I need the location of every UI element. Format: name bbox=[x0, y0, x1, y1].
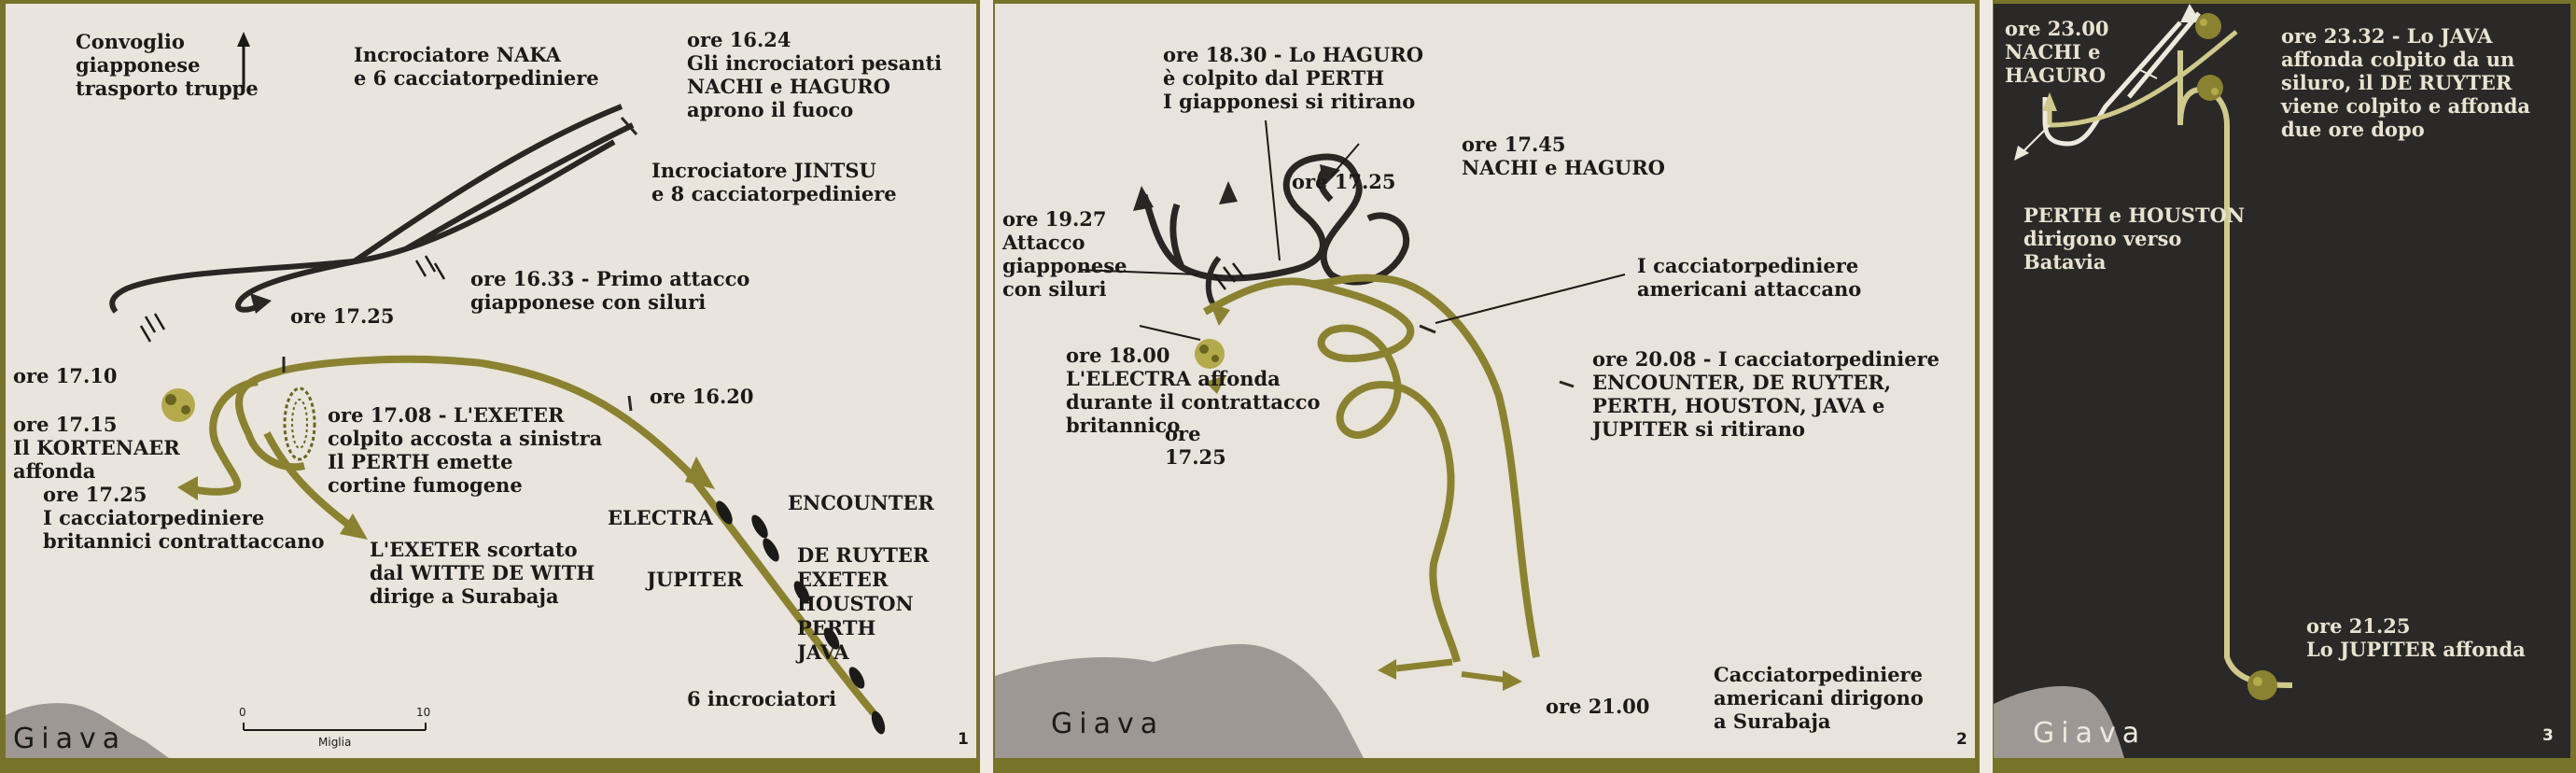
panel-number: 2 bbox=[1956, 730, 1967, 749]
java-coastline bbox=[1994, 685, 2124, 758]
battle-map-phase-2: ore 18.30 - Lo HAGURO è colpito dal PERT… bbox=[995, 4, 1975, 758]
sinking-marker-java bbox=[2195, 13, 2221, 39]
arrowhead bbox=[2042, 92, 2057, 111]
label-us-attack: I cacciatorpediniere americani attaccano bbox=[1637, 254, 1862, 301]
label-1620: ore 16.20 bbox=[650, 385, 754, 408]
scale-ten: 10 bbox=[416, 706, 431, 719]
arrowhead bbox=[1219, 181, 1238, 204]
arrowhead bbox=[2180, 4, 2201, 22]
label-2008: ore 20.08 - I cacciatorpediniere ENCOUNT… bbox=[1592, 347, 1940, 441]
label-1725-bottom: ore 17.25 bbox=[1165, 422, 1226, 469]
pointer bbox=[1078, 269, 1199, 275]
pointer bbox=[1330, 143, 1360, 177]
island-label: Giava bbox=[2033, 717, 2147, 750]
pointer bbox=[2137, 68, 2158, 79]
allied-track-exeter bbox=[263, 431, 354, 530]
label-1927: ore 19.27 Attacco giapponese con siluri bbox=[1002, 207, 1127, 301]
label-1633: ore 16.33 - Primo attacco giapponese con… bbox=[470, 267, 750, 314]
sinking-marker-de-ruyter bbox=[2197, 75, 2223, 101]
pointer bbox=[1265, 119, 1281, 261]
arrowhead bbox=[340, 513, 368, 540]
japanese-track-turn bbox=[235, 258, 361, 313]
battle-map-phase-3: ore 23.00 NACHI e HAGURO ore 23.32 - Lo … bbox=[1994, 4, 2570, 758]
label-exeter-route: L'EXETER scortato dal WITTE DE WITH diri… bbox=[370, 538, 595, 608]
label-jintsu: Incrociatore JINTSU e 8 cacciatorpedinie… bbox=[651, 159, 897, 205]
japanese-track-white bbox=[2127, 11, 2201, 99]
arrowhead bbox=[1210, 302, 1230, 326]
allied-ship-column bbox=[716, 500, 886, 735]
torpedo-marks bbox=[1213, 262, 1245, 290]
japanese-track-jintsu bbox=[405, 122, 635, 251]
allied-track-east bbox=[1461, 671, 1505, 682]
island-label: Giava bbox=[13, 723, 127, 755]
panel-divider bbox=[980, 0, 993, 773]
phase-1-tracks bbox=[6, 32, 886, 758]
japanese-track-naka bbox=[354, 104, 623, 263]
label-us-surabaja: Cacciatorpediniere americani dirigono a … bbox=[1714, 663, 1924, 733]
panel-number: 1 bbox=[958, 730, 969, 749]
allied-track-counter bbox=[191, 378, 259, 496]
allied-track bbox=[1203, 277, 1461, 663]
label-electra: ELECTRA bbox=[608, 506, 713, 529]
phase-2-tracks bbox=[995, 119, 1626, 758]
label-1725-counter: ore 17.25 I cacciatorpediniere britannic… bbox=[43, 483, 325, 553]
scale-zero: 0 bbox=[239, 706, 246, 719]
label-1800: ore 18.00 L'ELECTRA affonda durante il c… bbox=[1066, 344, 1321, 437]
label-1715: ore 17.15 Il KORTENAER affonda bbox=[13, 413, 180, 483]
allied-track bbox=[2177, 50, 2293, 688]
torpedo-marks bbox=[139, 255, 446, 343]
panel-number: 3 bbox=[2542, 726, 2554, 745]
label-1830: ore 18.30 - Lo HAGURO è colpito dal PERT… bbox=[1163, 43, 1424, 113]
label-naka: Incrociatore NAKA e 6 cacciatorpediniere bbox=[354, 43, 599, 90]
arrowhead bbox=[685, 457, 715, 489]
pointer bbox=[1435, 274, 1626, 324]
phase-3-tracks bbox=[1994, 4, 2293, 758]
allied-retreat-track bbox=[2047, 30, 2238, 128]
label-jupiter: JUPITER bbox=[647, 568, 743, 591]
arrowhead bbox=[250, 293, 272, 314]
label-1725: ore 17.25 bbox=[290, 304, 395, 328]
arrowhead bbox=[1320, 164, 1340, 187]
arrowhead bbox=[1133, 186, 1154, 211]
allied-track-entry bbox=[1311, 274, 1540, 658]
japanese-track-retreat bbox=[1169, 203, 1185, 269]
label-convoy: Convoglio giapponese trasporto truppe bbox=[76, 30, 259, 100]
label-perth-houston: PERTH e HOUSTON dirigono verso Batavia bbox=[2023, 204, 2246, 274]
label-1745: ore 17.45 NACHI e HAGURO bbox=[1462, 133, 1665, 179]
label-2332: ore 23.32 - Lo JAVA affonda colpito da u… bbox=[2281, 24, 2531, 141]
label-1624: ore 16.24 Gli incrociatori pesanti NACHI… bbox=[687, 28, 943, 121]
label-1708: ore 17.08 - L'EXETER colpito accosta a s… bbox=[328, 403, 603, 497]
arrowhead bbox=[1503, 670, 1522, 691]
island-label: Giava bbox=[1051, 708, 1165, 740]
label-1725-top: ore 17.25 bbox=[1292, 170, 1396, 193]
japanese-track-main bbox=[109, 139, 616, 314]
label-cruisers: 6 incrociatori bbox=[687, 687, 837, 710]
battle-map-phase-1: Convoglio giapponese trasporto truppe In… bbox=[6, 4, 976, 758]
java-coastline bbox=[995, 643, 1364, 758]
label-ship-list: DE RUYTER EXETER HOUSTON PERTH JAVA bbox=[797, 543, 930, 664]
arrowhead bbox=[1205, 375, 1226, 394]
allied-track-main bbox=[235, 355, 877, 716]
smoke-screen bbox=[283, 386, 316, 461]
arrowhead bbox=[177, 476, 198, 500]
sinking-marker-electra bbox=[1195, 339, 1225, 369]
java-coastline bbox=[6, 703, 169, 758]
label-2125: ore 21.25 Lo JUPITER affonda bbox=[2306, 614, 2526, 661]
panel-divider bbox=[1980, 0, 1993, 773]
label-1710: ore 17.10 bbox=[13, 364, 118, 387]
label-2300: ore 23.00 NACHI e HAGURO bbox=[2005, 17, 2109, 87]
scale-unit: Miglia bbox=[318, 736, 352, 749]
arrowhead bbox=[1378, 659, 1396, 680]
pointer bbox=[1139, 325, 1201, 341]
sinking-marker-jupiter bbox=[2247, 670, 2277, 700]
label-encounter: ENCOUNTER bbox=[788, 491, 934, 514]
label-2100: ore 21.00 bbox=[1546, 695, 1650, 718]
allied-track-west bbox=[1395, 658, 1453, 672]
sinking-marker-kortenaer bbox=[161, 388, 195, 422]
pointer bbox=[2021, 124, 2051, 154]
